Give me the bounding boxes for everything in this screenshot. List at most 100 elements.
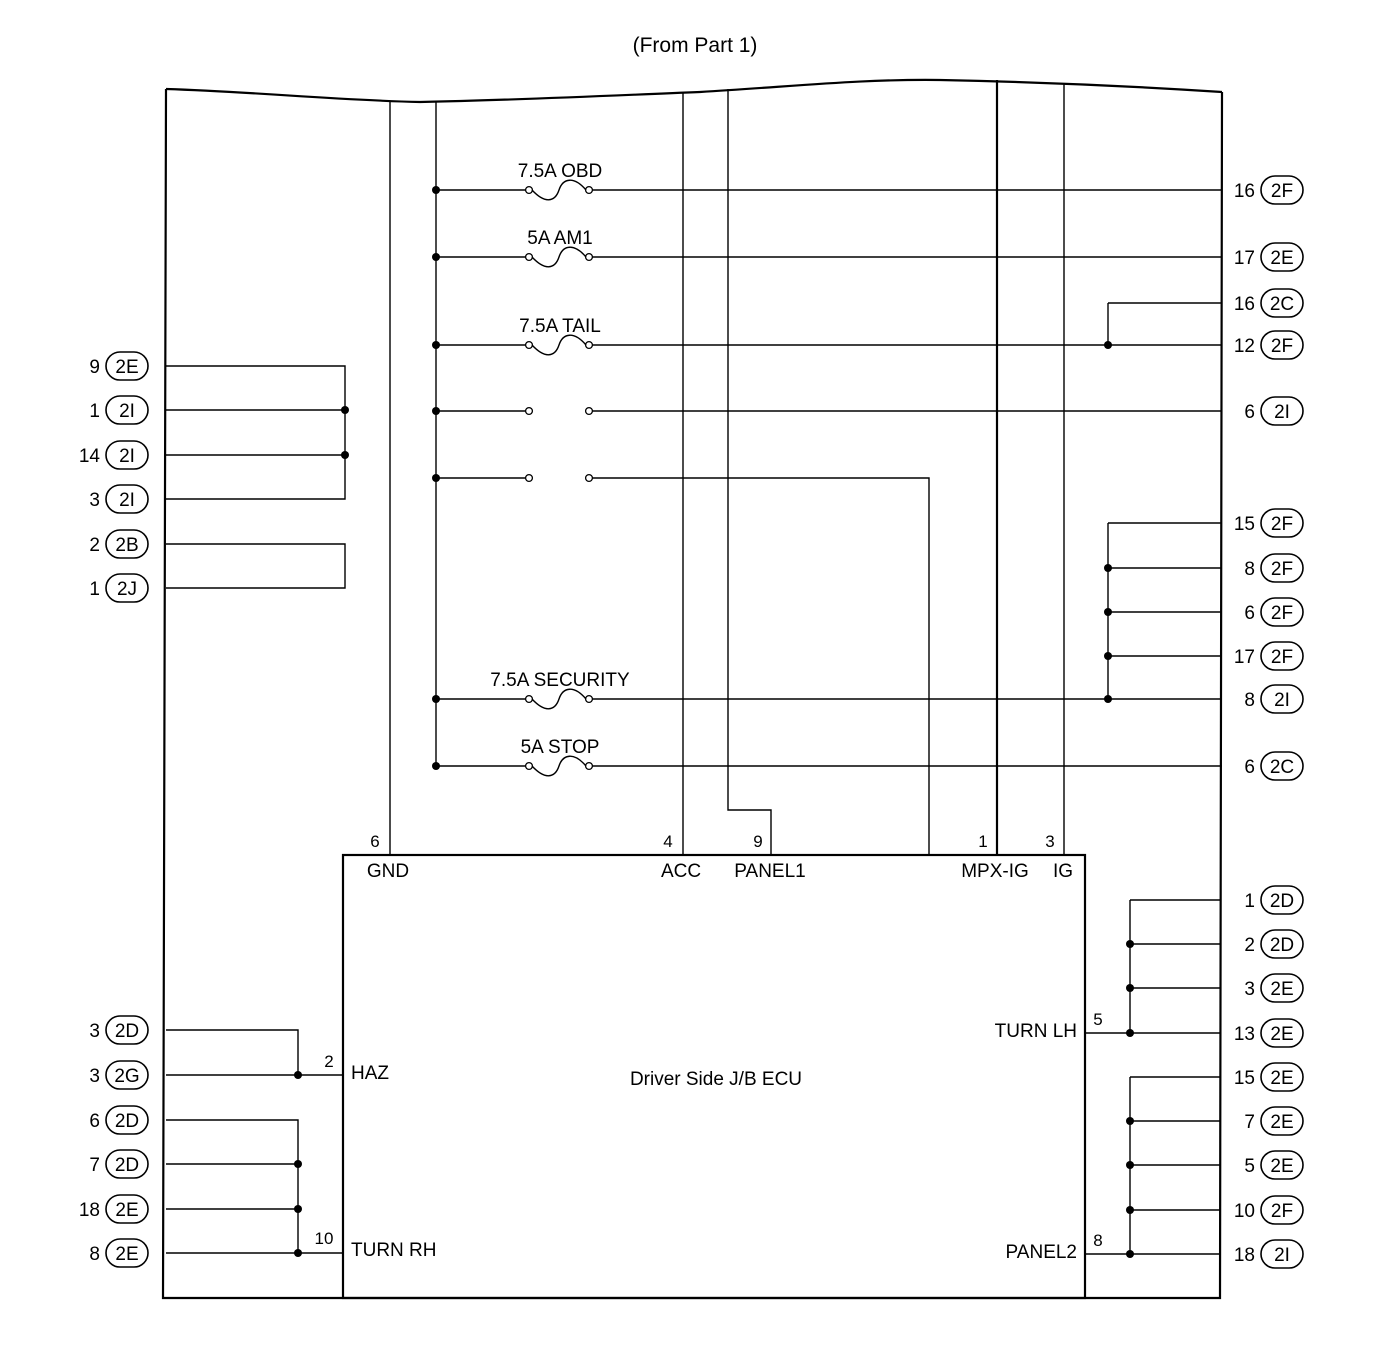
fuse-terminal [584,406,594,416]
ecu-pin-number: 4 [663,832,672,851]
connector-code: 2E [115,1200,138,1221]
fuse-label: 5A STOP [521,737,600,758]
fuse-element [531,755,587,777]
fuse-element [531,246,587,268]
ecu-pin-number: 6 [370,832,379,851]
connector-pin: 9 [89,357,100,378]
fuse-3: 7.5A TAIL [436,316,601,356]
connector-pin: 7 [89,1155,100,1176]
harness-frame [161,78,1224,1300]
connector-right: 5 2E [1244,1150,1304,1180]
connector-pin: 12 [1234,336,1255,357]
connector-oval [1260,288,1304,318]
connector-code: 2F [1271,514,1293,535]
connector-pin: 6 [1244,757,1255,778]
splice-dot [432,762,440,770]
ecu-pin-number: 3 [1045,832,1054,851]
splice-dot [432,186,440,194]
connector-code: 2E [115,1244,138,1265]
ecu-pin-label-turn-lh: TURN LH [995,1021,1077,1042]
ecu-pin-label-panel2: PANEL2 [1006,1242,1077,1263]
splice-dot [1126,940,1134,948]
connector-oval [105,529,149,559]
connector-oval [105,573,149,603]
connector-oval [105,351,149,381]
connector-code: 2C [1270,294,1294,315]
splice-dot [1104,608,1112,616]
connector-pin: 18 [1234,1245,1255,1266]
connector-oval [1260,1150,1304,1180]
fuse-terminal [524,694,534,704]
connector-oval [1260,175,1304,205]
connector-code: 2E [1270,1156,1293,1177]
connector-code: 2I [1274,1245,1290,1266]
connector-pin: 8 [89,1244,100,1265]
connector-right: 12 2F [1234,330,1304,360]
connector-code: 2C [1270,757,1294,778]
connector-oval [1260,1106,1304,1136]
ecu-pin-label-mpx-ig: MPX-IG [961,861,1029,882]
connector-code: 2I [1274,690,1290,711]
ecu-box: Driver Side J/B ECU [341,853,1087,1300]
ecu-pin-number: 9 [753,832,762,851]
splice-dot [294,1160,302,1168]
fuse-terminal [524,252,534,262]
fuse-terminal [524,761,534,771]
fuse-terminal [584,252,594,262]
connector-code: 2J [117,579,137,600]
fuse-terminal [584,694,594,704]
connector-oval [1260,1195,1304,1225]
connector-oval [1260,242,1304,272]
connector-pin: 16 [1234,294,1255,315]
connector-pin: 8 [1244,690,1255,711]
ecu-pin-number: 8 [1093,1231,1102,1250]
connector-code: 2F [1271,336,1293,357]
fuse-element [531,688,587,710]
connector-code: 2D [1270,891,1294,912]
fuse-1: 7.5A OBD [436,161,602,201]
connector-right: 8 2I [1244,684,1304,714]
connector-pin: 15 [1234,514,1255,535]
connector-code: 2I [1274,402,1290,423]
connector-pin: 6 [1244,402,1255,423]
fuse-terminal [584,473,594,483]
splice-dot [432,253,440,261]
wire [166,365,346,500]
fuse-label: 7.5A SECURITY [490,670,630,691]
connector-code: 2E [1270,1112,1293,1133]
fuse-terminal [524,473,534,483]
connector-pin: 6 [89,1111,100,1132]
fuse-label: 5A AM1 [527,228,593,249]
connector-code: 2E [1270,1068,1293,1089]
connector-code: 2F [1271,1201,1293,1222]
splice-dot [294,1205,302,1213]
splice-dot [1104,652,1112,660]
splice-dot [432,695,440,703]
connector-oval [1260,508,1304,538]
connector-code: 2F [1271,647,1293,668]
connector-pin: 6 [1244,603,1255,624]
connector-pin: 2 [89,535,100,556]
connector-right: 16 2C [1234,288,1304,318]
ecu-pin-label-turn-rh: TURN RH [351,1240,437,1261]
connector-pin: 1 [89,579,100,600]
ecu-pin-label-ig: IG [1053,861,1073,882]
connector-pin: 5 [1244,1156,1255,1177]
splice-dot [1126,1117,1134,1125]
wires [166,80,1222,1255]
connector-code: 2I [119,490,135,511]
ecu-left-pins: 2 HAZ 10 TURN RH [315,1052,437,1261]
connector-code: 2I [119,401,135,422]
fuse-terminal [584,185,594,195]
